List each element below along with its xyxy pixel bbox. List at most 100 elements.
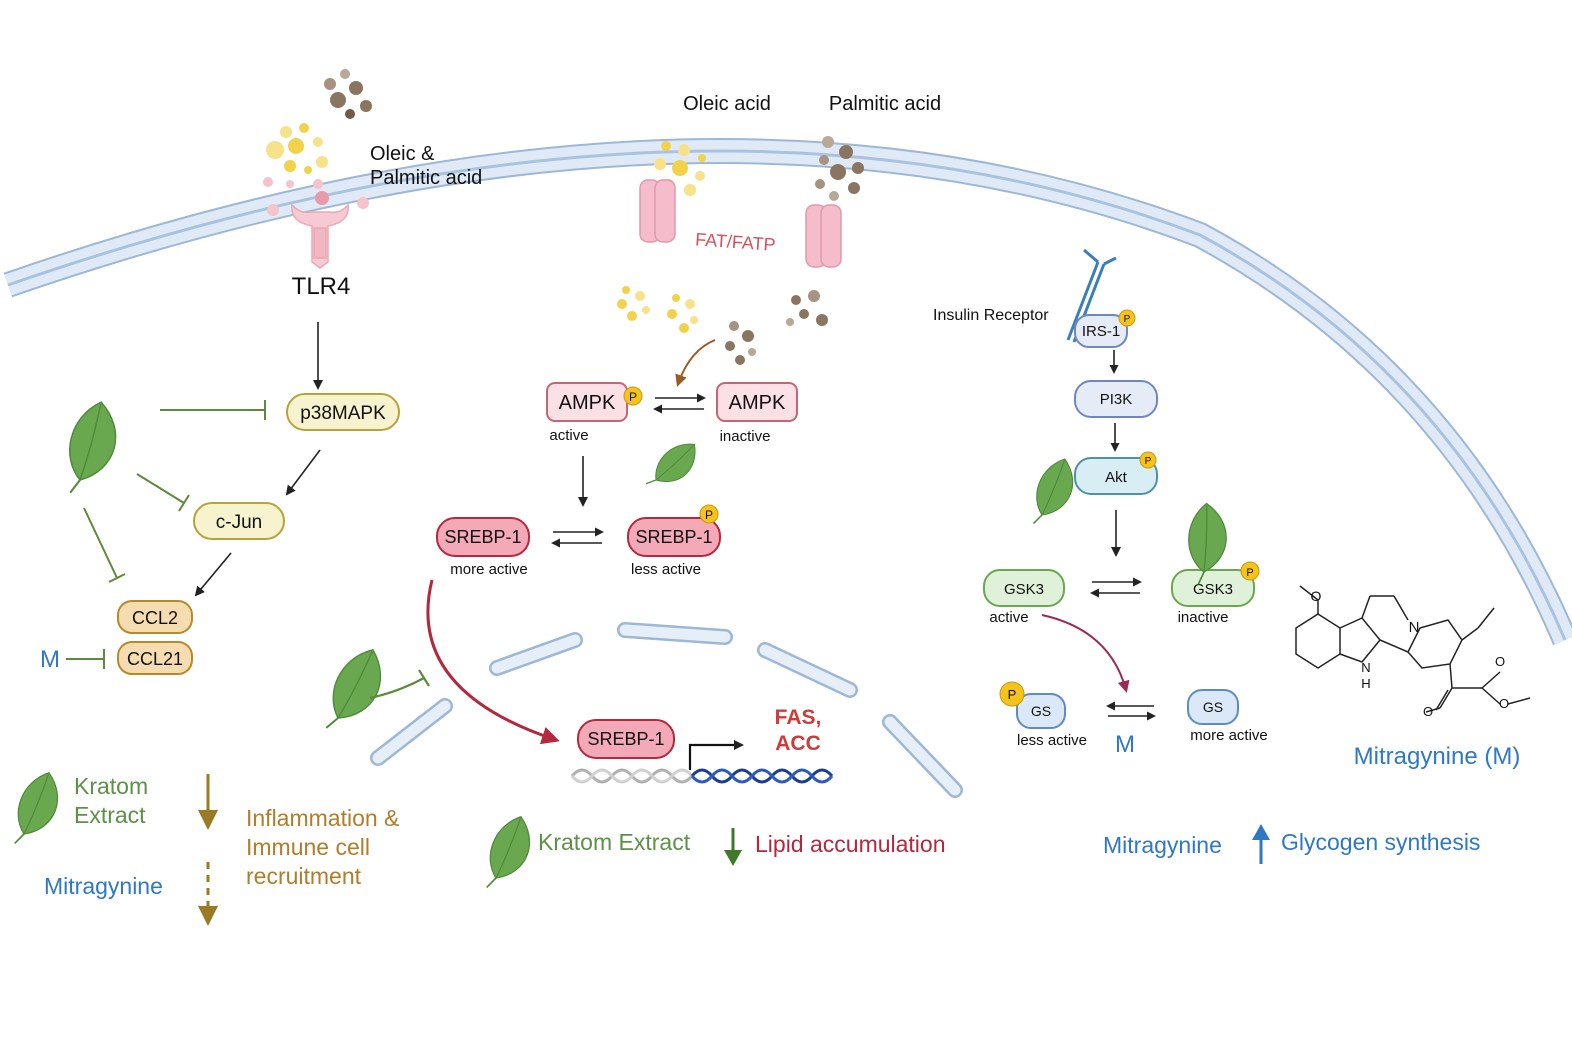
- irs1-node: [1074, 314, 1128, 348]
- p38mapk-label: p38MAPK: [300, 403, 386, 424]
- irs1-phospho-badge: [1118, 309, 1136, 327]
- mitragynine-nh-n: N: [1361, 660, 1370, 675]
- ampk-phospho-label: P: [629, 390, 637, 404]
- legend-left-effect-3: recruitment: [246, 863, 362, 889]
- palmitic-particles-tlr4: [324, 69, 372, 119]
- acc-label: ACC: [775, 732, 821, 755]
- legend-middle-kratom: Kratom Extract: [538, 829, 691, 855]
- ccl2-label: CCL2: [132, 608, 178, 628]
- gs-less-active-node: [1016, 693, 1066, 729]
- legend-right-effect: Glycogen synthesis: [1281, 829, 1480, 855]
- ampk-phospho-badge: [623, 386, 643, 406]
- legend-left-effect-2: Immune cell: [246, 834, 370, 860]
- inhibit-kratom-p38: [160, 400, 266, 420]
- cell-membrane: [3, 138, 1572, 646]
- srebp1-more-active-node: [436, 517, 530, 557]
- kratom-leaf-icon-nuclear: [319, 640, 392, 742]
- arrow-srebp-translocation: [426, 579, 560, 745]
- ccl21-label: CCL21: [127, 649, 183, 669]
- mitragynine-o-enol: O: [1423, 704, 1433, 719]
- ampk-inactive-label: AMPK: [729, 392, 786, 414]
- srebp1-nuclear-label: SREBP-1: [587, 729, 664, 749]
- gsk3-inactive-state: inactive: [1178, 609, 1229, 626]
- ccl2-node: [117, 600, 193, 634]
- akt-phospho-badge: [1139, 451, 1157, 469]
- mitragynine-o-ester: O: [1499, 696, 1509, 711]
- legend-left-kratom-1: Kratom: [74, 773, 148, 799]
- fas-label: FAS,: [775, 706, 822, 729]
- mitragynine-caption: Mitragynine (M): [1354, 743, 1521, 770]
- pi3k-node: [1074, 380, 1158, 418]
- p38mapk-node: [286, 393, 400, 431]
- fat-channel-right-icon: [805, 204, 842, 268]
- legend-left-kratom-2: Extract: [74, 802, 146, 828]
- legend-right-up-arrow: [1252, 824, 1270, 864]
- mitragynine-o-methoxy: O: [1311, 588, 1322, 604]
- legend-left-down-arrow-dashed: [198, 862, 218, 926]
- mitragynine-o-carbonyl: O: [1495, 654, 1505, 669]
- ampk-active-state: active: [549, 427, 588, 444]
- kratom-leaf-icon-legend-left: [8, 766, 66, 853]
- kratom-leaf-icon-inflammation: [62, 397, 122, 499]
- arrow-gsk3-gs: [1041, 614, 1130, 693]
- kratom-leaf-icon-ampk: [642, 433, 705, 501]
- tlr4-receptor-icon: [291, 203, 349, 269]
- gsk3-active-node: [983, 569, 1065, 607]
- insulin-receptor-label: Insulin Receptor: [933, 307, 1049, 324]
- tlr4-ligand-label-2: Palmitic acid: [370, 167, 482, 189]
- pi3k-label: PI3K: [1100, 391, 1133, 408]
- srebp1-less-active-label: SREBP-1: [635, 527, 712, 547]
- nucleus-envelope: [370, 622, 963, 798]
- ampk-inactive-node: [716, 382, 798, 422]
- irs1-label: IRS-1: [1082, 323, 1120, 340]
- gs-phospho-badge: [999, 681, 1025, 707]
- legend-middle-down-arrow: [724, 828, 742, 866]
- ccl21-node: [117, 641, 193, 675]
- gsk3-phospho-label: P: [1246, 567, 1253, 579]
- arrow-p38-cjun: [285, 449, 321, 496]
- gsk3-inactive-node: [1171, 569, 1255, 607]
- srebp1-more-active-label: SREBP-1: [444, 527, 521, 547]
- transcription-start-arrow: [688, 740, 744, 770]
- kratom-leaf-icon-legend-middle: [480, 810, 538, 897]
- srebp1-nuclear-node: [577, 719, 675, 759]
- cjun-label: c-Jun: [216, 512, 262, 533]
- gs-more-active-label: GS: [1203, 699, 1223, 715]
- akt-phospho-label: P: [1145, 456, 1152, 467]
- srebp1-phospho-label: P: [705, 508, 713, 522]
- mitragynine-nh-h: H: [1361, 676, 1370, 691]
- palmitic-acid-label: Palmitic acid: [829, 93, 941, 115]
- inhibit-kratom-ccl2: [83, 507, 126, 583]
- gs-more-active-node: [1187, 689, 1239, 725]
- legend-right-mitragynine: Mitragynine: [1103, 832, 1222, 858]
- legend-left-down-arrow-solid: [198, 774, 218, 830]
- gs-more-active-state: more active: [1190, 727, 1268, 744]
- legend-left-mitragynine: Mitragynine: [44, 873, 163, 899]
- inhibit-kratom-translocation: [369, 669, 430, 700]
- pink-particles-tlr4: [263, 177, 369, 216]
- srebp1-less-active-state: less active: [631, 561, 701, 578]
- mitragynine-n-label: N: [1409, 619, 1420, 636]
- srebp1-more-active-state: more active: [450, 561, 528, 578]
- intracellular-fatty-acids: [617, 286, 828, 365]
- ampk-active-label: AMPK: [559, 392, 616, 414]
- kratom-leaf-icon-akt: [1027, 453, 1080, 532]
- akt-node: [1074, 457, 1158, 495]
- dna-helix-icon: [570, 768, 834, 784]
- gs-phospho-label: P: [1008, 687, 1017, 702]
- inhibit-kratom-cjun: [136, 473, 190, 512]
- legend-middle-effect: Lipid accumulation: [755, 831, 946, 857]
- fat-fatp-label: FAT/FATP: [695, 229, 777, 255]
- palmitic-particles-top: [815, 136, 864, 201]
- m-inhibitor-label-left: M: [40, 646, 60, 673]
- gs-less-active-state: less active: [1017, 732, 1087, 749]
- gsk3-phospho-badge: [1240, 561, 1260, 581]
- srebp1-phospho-badge: [699, 504, 719, 524]
- tlr4-ligand-label-1: Oleic &: [370, 143, 435, 165]
- fat-channel-left-icon: [639, 179, 676, 243]
- ampk-inactive-state: inactive: [720, 428, 771, 445]
- inhibit-m-ccl21: [66, 649, 105, 669]
- arrow-cjun-ccl2: [194, 552, 232, 597]
- cjun-node: [193, 502, 285, 540]
- m-label-gs: M: [1115, 731, 1135, 758]
